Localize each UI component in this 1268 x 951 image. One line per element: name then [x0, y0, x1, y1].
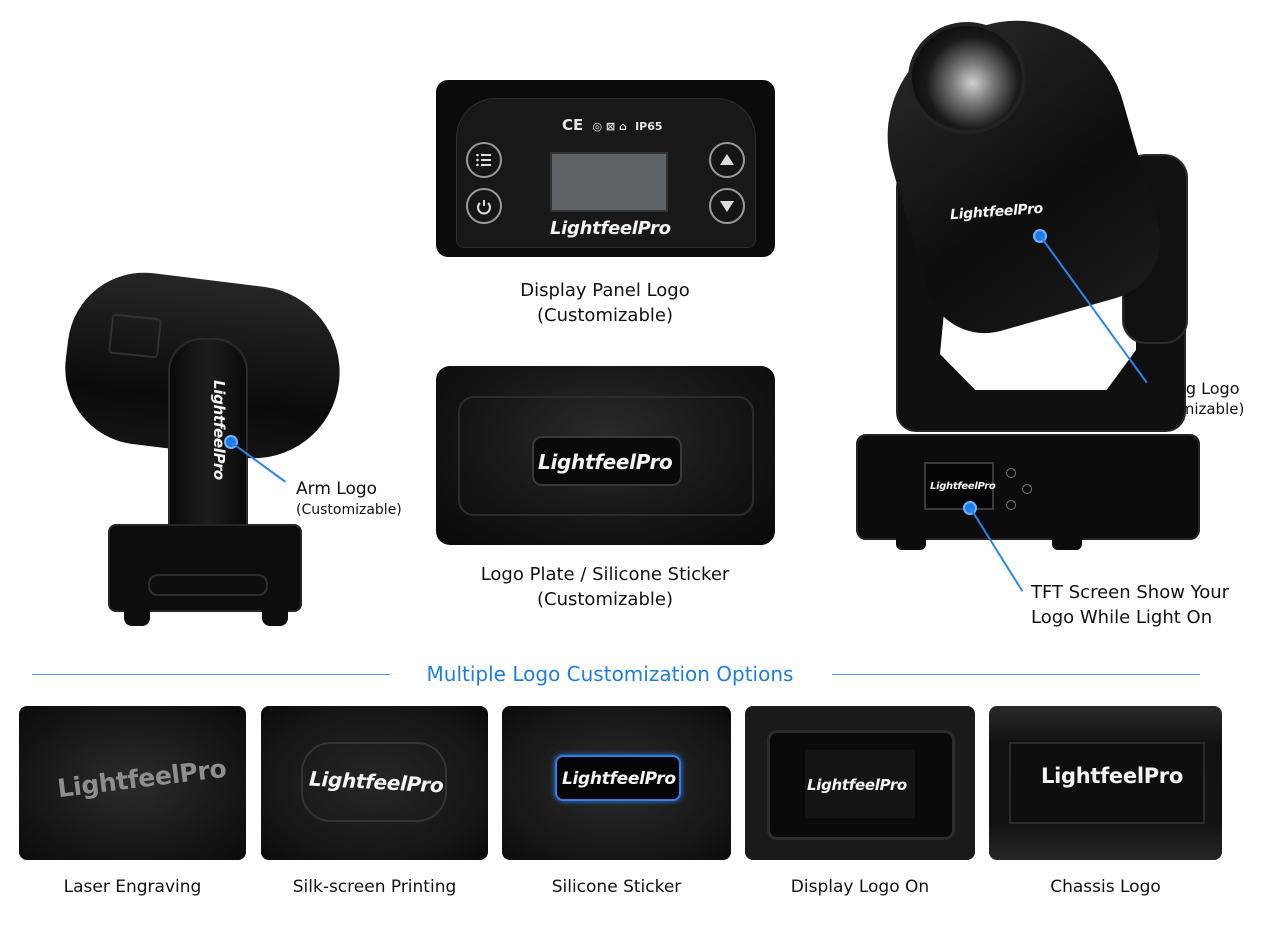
section-title: Multiple Logo Customization Options — [426, 662, 794, 686]
option-silicone-sticker-label: Silicone Sticker — [551, 877, 682, 897]
up-arrow-icon — [709, 142, 745, 178]
power-icon — [466, 188, 502, 224]
option-chassis-logo-image: LightfeelPro — [989, 706, 1222, 860]
option-silicone-sticker-image: LightfeelPro — [502, 706, 731, 860]
divider-left — [32, 674, 390, 675]
display-panel-logo: LightfeelPro — [550, 218, 671, 239]
silicone-sticker-logo: LightfeelPro — [562, 769, 676, 789]
arm-logo-label-sub: (Customizable) — [296, 502, 402, 518]
option-silk-screen-image: LightfeelPro — [261, 706, 488, 860]
ce-mark: CE — [562, 116, 584, 134]
option-laser-engraving-image: LightfeelPro — [19, 706, 246, 860]
down-arrow-icon — [709, 188, 745, 224]
moving-head-front-view: LightfeelPro LightfeelPro — [856, 0, 1206, 564]
arm-logo-label-title: Arm Logo — [296, 479, 378, 499]
moving-head-side-view: LightfeelPro — [56, 263, 350, 628]
logo-plate-caption-sub: (Customizable) — [537, 589, 673, 610]
chassis-logo: LightfeelPro — [1041, 764, 1183, 788]
option-display-logo-label: Display Logo On — [790, 877, 930, 897]
arm-logo-label: Arm Logo (Customizable) — [296, 478, 402, 520]
divider-right — [832, 674, 1200, 675]
option-chassis-logo-label: Chassis Logo — [1050, 877, 1161, 897]
option-display-logo-image: LightfeelPro — [745, 706, 975, 860]
logo-plate-caption: Logo Plate / Silicone Sticker (Customiza… — [440, 562, 770, 612]
housing-logo-label-title: Housing Logo — [1131, 379, 1240, 398]
option-silk-screen-label: Silk-screen Printing — [292, 877, 457, 897]
tft-screen-label-line2: Logo While Light On — [1031, 607, 1213, 628]
logo-plate-logo: LightfeelPro — [538, 450, 673, 474]
rohs-icon: ◎ ⊠ ⌂ — [592, 120, 627, 133]
logo-plate-photo: LightfeelPro — [436, 366, 775, 545]
tft-screen-label: TFT Screen Show Your Logo While Light On — [1031, 580, 1229, 630]
housing-logo-label: Housing Logo (Customizable) — [1131, 378, 1244, 419]
menu-icon — [466, 142, 502, 178]
tft-screen-logo: LightfeelPro — [930, 481, 996, 492]
display-panel-caption-sub: (Customizable) — [537, 305, 673, 326]
arm-logo: LightfeelPro — [210, 380, 228, 480]
display-panel-photo: CE ◎ ⊠ ⌂ IP65 LightfeelPro — [436, 80, 775, 257]
certification-marks: CE ◎ ⊠ ⌂ IP65 — [562, 116, 672, 134]
display-logo: LightfeelPro — [807, 776, 907, 794]
ip65-mark: IP65 — [635, 120, 663, 133]
option-laser-engraving-label: Laser Engraving — [63, 877, 202, 897]
logo-plate-caption-title: Logo Plate / Silicone Sticker — [480, 564, 730, 585]
lcd-screen — [550, 152, 668, 212]
tft-screen-label-line1: TFT Screen Show Your — [1031, 582, 1230, 603]
housing-logo-label-sub: (Customizable) — [1131, 400, 1245, 418]
display-panel-caption: Display Panel Logo (Customizable) — [460, 278, 750, 328]
laser-engraving-logo: LightfeelPro — [55, 753, 228, 804]
display-panel-caption-title: Display Panel Logo — [520, 280, 690, 301]
